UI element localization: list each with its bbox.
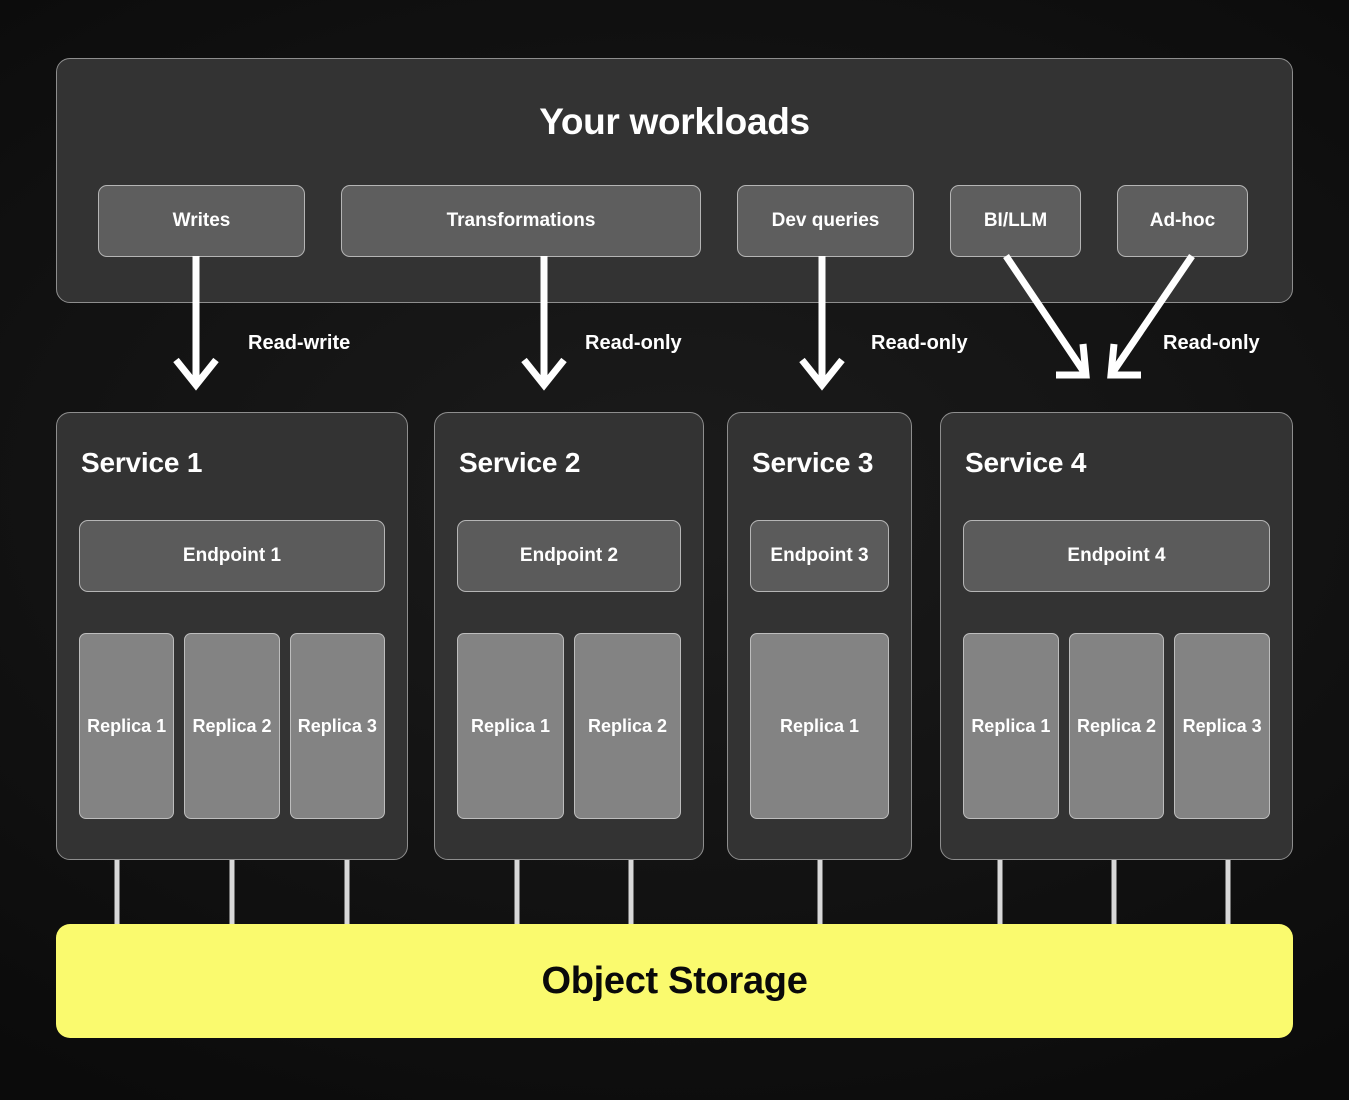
replica-label: Replica 2 [1076, 715, 1157, 736]
workload-chip-label: Transformations [446, 210, 596, 231]
object-storage-label: Object Storage [541, 959, 808, 1002]
edge-label-2: Read-only [871, 332, 968, 354]
endpoint-box[interactable]: Endpoint 3 [750, 520, 889, 592]
arrow-transformations-head [521, 357, 567, 391]
replica-row: Replica 1 Replica 2 [457, 633, 681, 819]
replica-label: Replica 1 [470, 715, 551, 736]
workload-chip-1[interactable]: Transformations [341, 185, 701, 257]
endpoint-box[interactable]: Endpoint 2 [457, 520, 681, 592]
arrow-devqueries-head [799, 357, 845, 391]
workload-chip-0[interactable]: Writes [98, 185, 305, 257]
endpoint-label: Endpoint 3 [770, 545, 869, 566]
edge-label-1: Read-only [585, 332, 682, 354]
workload-chip-label: Dev queries [771, 210, 880, 231]
replica-box[interactable]: Replica 1 [79, 633, 175, 819]
replica-label: Replica 2 [587, 715, 668, 736]
replica-box[interactable]: Replica 3 [289, 633, 385, 819]
edge-label-0: Read-write [248, 332, 351, 354]
object-storage-bar: Object Storage [56, 924, 1293, 1038]
replica-box[interactable]: Replica 1 [457, 633, 564, 819]
workload-chip-2[interactable]: Dev queries [737, 185, 914, 257]
endpoint-label: Endpoint 1 [182, 545, 282, 566]
arrow-writes-head [173, 357, 219, 391]
endpoint-label: Endpoint 2 [519, 545, 619, 566]
arrow-billm-head [1056, 343, 1090, 379]
replica-label: Replica 1 [87, 715, 167, 736]
service-title: Service 4 [965, 447, 1087, 478]
replica-label: Replica 1 [971, 715, 1051, 736]
replica-label: Replica 2 [192, 715, 272, 736]
replica-row: Replica 1 Replica 2 Replica 3 [79, 633, 385, 819]
workloads-panel: Your workloads Writes Transformations Dev … [56, 58, 1293, 303]
replica-box[interactable]: Replica 2 [184, 633, 280, 819]
replica-box[interactable]: Replica 2 [574, 633, 681, 819]
service-title: Service 1 [81, 447, 203, 478]
storage-link-group [114, 860, 1231, 926]
replica-box[interactable]: Replica 1 [750, 633, 889, 819]
workload-chip-3[interactable]: BI/LLM [950, 185, 1081, 257]
replica-box[interactable]: Replica 3 [1174, 633, 1271, 819]
page-title: Your workloads [539, 101, 810, 142]
replica-box[interactable]: Replica 2 [1068, 633, 1165, 819]
service-title: Service 2 [459, 447, 581, 478]
replica-row: Replica 1 Replica 2 Replica 3 [963, 633, 1271, 819]
endpoint-box[interactable]: Endpoint 4 [963, 520, 1270, 592]
endpoint-box[interactable]: Endpoint 1 [79, 520, 385, 592]
replica-label: Replica 1 [779, 715, 860, 736]
workload-chip-label: Writes [172, 210, 231, 231]
replica-label: Replica 3 [297, 715, 377, 736]
workload-chip-label: BI/LLM [983, 210, 1048, 231]
edge-label-3: Read-only [1163, 332, 1260, 354]
replica-label: Replica 3 [1182, 715, 1262, 736]
replica-box[interactable]: Replica 1 [963, 633, 1059, 819]
replica-row: Replica 1 [750, 633, 889, 819]
endpoint-label: Endpoint 4 [1067, 545, 1166, 566]
arrow-adhoc-head [1107, 343, 1141, 379]
service-card-2[interactable]: Service 2 Endpoint 2 Replica 1 Replica 2 [434, 412, 704, 860]
workload-chip-4[interactable]: Ad-hoc [1117, 185, 1248, 257]
workload-chip-label: Ad-hoc [1149, 210, 1216, 231]
service-card-3[interactable]: Service 3 Endpoint 3 Replica 1 [727, 412, 912, 860]
service-title: Service 3 [752, 447, 874, 478]
